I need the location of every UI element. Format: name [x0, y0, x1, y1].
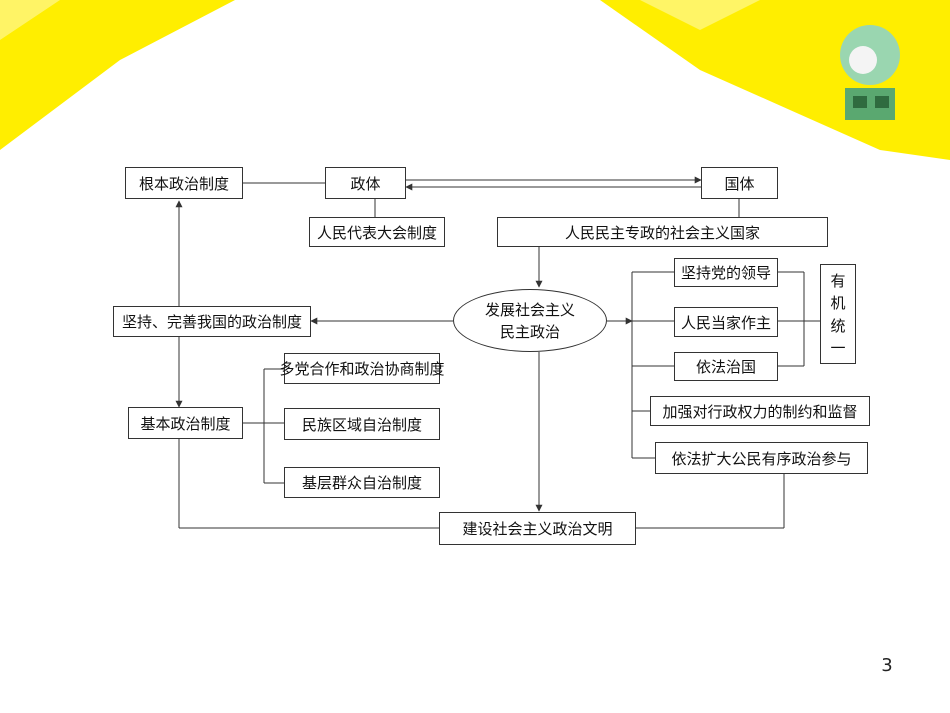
node-party-leadership: 坚持党的领导 — [674, 258, 778, 287]
diagram-panel: 根本政治制度 政体 国体 人民代表大会制度 人民民主专政的社会主义国家 坚持、完… — [110, 156, 881, 556]
mascot-icon — [840, 25, 900, 120]
node-uphold-improve: 坚持、完善我国的政治制度 — [113, 306, 311, 337]
node-polity: 政体 — [325, 167, 406, 199]
page-number: 3 — [881, 655, 893, 676]
organic-unity-char-3: 统 — [830, 316, 846, 335]
node-develop-democracy: 发展社会主义 民主政治 — [453, 289, 607, 352]
develop-democracy-line-2: 民主政治 — [499, 322, 560, 341]
node-basic-system: 基本政治制度 — [128, 407, 243, 439]
node-people-masters: 人民当家作主 — [674, 307, 778, 337]
node-grassroots-autonomy: 基层群众自治制度 — [284, 467, 440, 498]
node-civic-participation: 依法扩大公民有序政治参与 — [655, 442, 868, 474]
node-peoples-dictatorship: 人民民主专政的社会主义国家 — [497, 217, 828, 247]
node-political-civilization: 建设社会主义政治文明 — [439, 512, 636, 545]
node-npc-system: 人民代表大会制度 — [309, 217, 445, 247]
node-organic-unity: 有 机 统 一 — [820, 264, 856, 364]
node-multiparty-cooperation: 多党合作和政治协商制度 — [280, 353, 445, 384]
node-regional-autonomy: 民族区域自治制度 — [284, 408, 440, 440]
node-fundamental-system: 根本政治制度 — [125, 167, 243, 199]
organic-unity-char-2: 机 — [830, 294, 846, 313]
node-rule-of-law: 依法治国 — [674, 352, 778, 381]
connector-lines — [175, 176, 820, 529]
node-strengthen-supervision: 加强对行政权力的制约和监督 — [650, 396, 870, 426]
organic-unity-char-1: 有 — [830, 271, 846, 290]
node-state-system: 国体 — [701, 167, 778, 199]
organic-unity-char-4: 一 — [830, 339, 846, 358]
develop-democracy-line-1: 发展社会主义 — [484, 300, 575, 319]
